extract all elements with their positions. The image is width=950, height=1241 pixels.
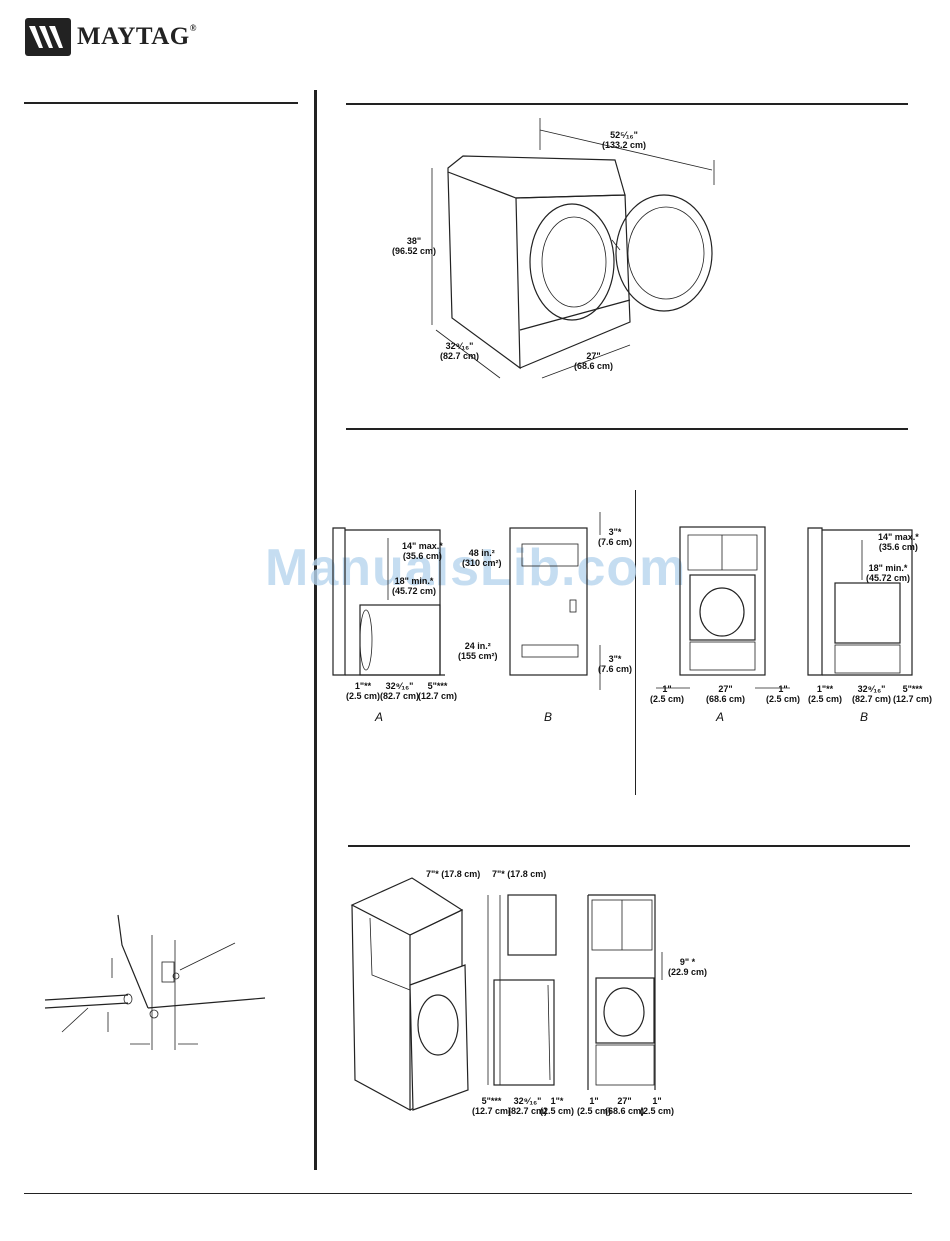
maytag-m-icon [25, 18, 71, 56]
section-rule-closet [346, 428, 908, 430]
closet-a-top: 14" max.*(35.6 cm) [402, 541, 443, 561]
closet-label-b: B [544, 710, 553, 724]
pedestal-s-top: 14" max.*(35.6 cm) [878, 532, 919, 552]
cabinet-s3: 1"*(2.5 cm) [540, 1096, 575, 1116]
cabinet-f3: 1"(2.5 cm) [640, 1096, 675, 1116]
pedestal-f3: 1"(2.5 cm) [766, 684, 801, 704]
dim-depth: 32⁹⁄₁₆"(82.7 cm) [440, 341, 480, 361]
footer-rule [24, 1193, 912, 1194]
dim-height: 38"(96.52 cm) [392, 236, 437, 256]
closet-divider [635, 490, 636, 795]
pedestal-s3: 5"***(12.7 cm) [893, 684, 933, 704]
pedestal-s1: 1"**(2.5 cm) [808, 684, 843, 704]
closet-b-vent1: 48 in.²(310 cm²) [462, 548, 502, 568]
pedestal-s2: 32⁹⁄₁₆"(82.7 cm) [852, 684, 892, 704]
closet-b-top: 3"*(7.6 cm) [598, 527, 633, 547]
left-column-rule [24, 102, 298, 104]
pedestal-f2: 27"(68.6 cm) [706, 684, 746, 704]
cabinet-gap: 9" *(22.9 cm) [668, 957, 708, 977]
column-divider [314, 90, 317, 1170]
closet-a-b3: 5"***(12.7 cm) [418, 681, 458, 701]
pedestal-f1: 1"(2.5 cm) [650, 684, 685, 704]
brand-name: MAYTAG® [77, 23, 197, 50]
maytag-logo: MAYTAG® [25, 18, 197, 56]
closet-a-b1: 1"**(2.5 cm) [346, 681, 381, 701]
cabinet-f2: 27"(68.6 cm) [605, 1096, 645, 1116]
section-rule-cabinet [348, 845, 910, 847]
closet-b-vent2: 24 in.²(155 cm²) [458, 641, 498, 661]
watermark: ManualsLib.com [265, 539, 687, 597]
cabinet-s1: 5"***(12.7 cm) [472, 1096, 512, 1116]
dim-width: 27"(68.6 cm) [574, 351, 614, 371]
cabinet-s2: 32⁹⁄₁₆"(82.7 cm) [508, 1096, 548, 1116]
pedestal-label-b: B [860, 710, 869, 724]
pedestal-s-mid: 18" min.*(45.72 cm) [866, 563, 911, 583]
cabinet-f1: 1"(2.5 cm) [577, 1096, 612, 1116]
pedestal-label-a: A [716, 710, 725, 724]
closet-a-b2: 32⁹⁄₁₆"(82.7 cm) [380, 681, 420, 701]
closet-label-a: A [375, 710, 384, 724]
closet-a-mid: 18" min.*(45.72 cm) [392, 576, 437, 596]
cabinet-top1: 7"* (17.8 cm) [426, 869, 481, 879]
closet-b-bot: 3"*(7.6 cm) [598, 654, 633, 674]
dim-width-open: 52⁵⁄₁₆"(133.2 cm) [602, 130, 647, 150]
section-rule-dimensions [346, 103, 908, 105]
cabinet-top2: 7"* (17.8 cm) [492, 869, 547, 879]
